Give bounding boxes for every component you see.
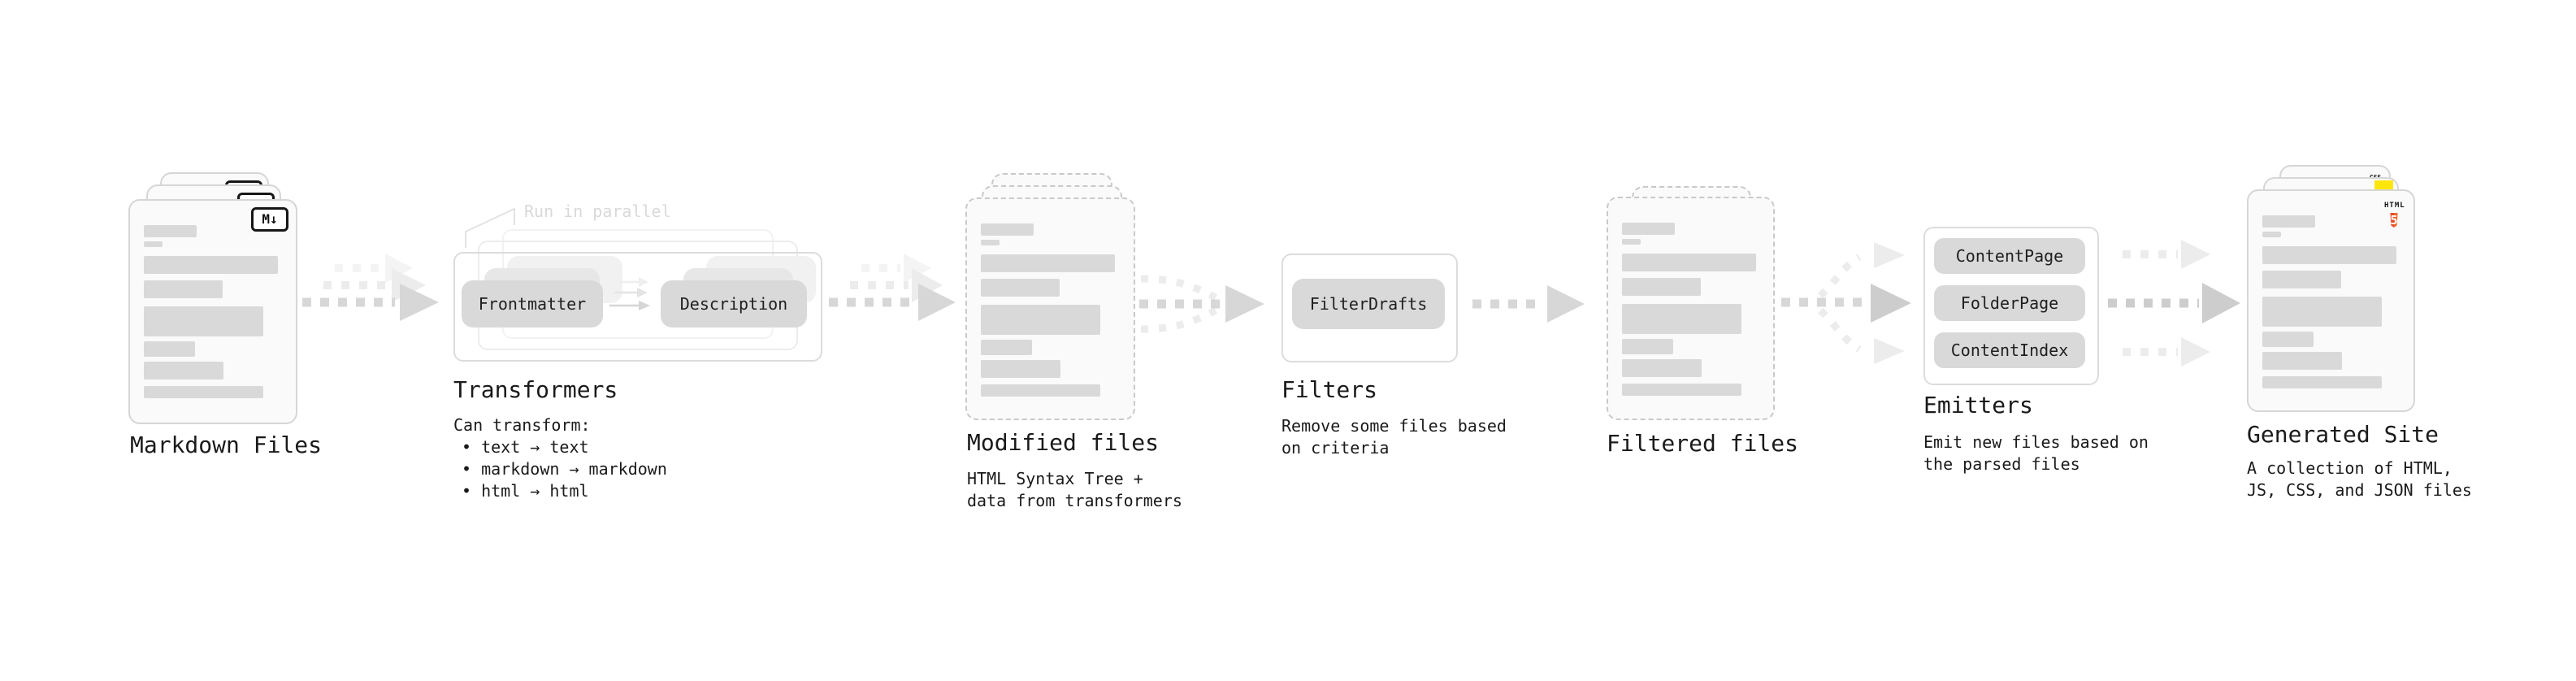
skeleton-line [144, 256, 278, 274]
details-line: A collection of HTML, [2247, 458, 2452, 478]
skeleton-line [2262, 352, 2342, 370]
transformers-details: Can transform: • text → text • markdown … [453, 414, 667, 502]
markdown-file-card-front: M↓ [128, 199, 297, 424]
stage-filters: FilterDrafts Filters Remove some files b… [1281, 254, 1550, 481]
run-in-parallel-annotation: Run in parallel [524, 202, 671, 221]
generated-html-file-card: HTML 5 [2247, 189, 2415, 412]
generated-site-title: Generated Site [2247, 421, 2439, 448]
emitters-title: Emitters [1923, 392, 2033, 419]
details-line: • text → text [462, 437, 589, 457]
skeleton-line [2262, 271, 2341, 288]
skeleton-line [144, 241, 163, 247]
stage-generated-site: CSS HTML 5 Generated Site A collection o… [2247, 165, 2523, 506]
skeleton-line [981, 360, 1060, 378]
details-line: data from transformers [967, 491, 1182, 510]
stage-filtered-files: Filtered files [1607, 186, 1818, 479]
stage-emitters: ContentPage FolderPage ContentIndex Emit… [1923, 227, 2192, 479]
stage-modified-files: Modified files HTML Syntax Tree + data f… [965, 173, 1225, 510]
skeleton-line [144, 362, 223, 380]
details-line: the parsed files [1923, 454, 2080, 474]
description-pill: Description [661, 280, 807, 327]
modified-files-title: Modified files [967, 429, 1160, 456]
contentpage-pill: ContentPage [1934, 238, 2085, 274]
details-line: • html → html [462, 481, 589, 501]
skeleton-line [1622, 339, 1673, 354]
filtered-file-card-front [1607, 197, 1775, 420]
skeleton-line [2262, 232, 2281, 237]
modified-files-details: HTML Syntax Tree + data from transformer… [967, 468, 1182, 512]
skeleton-line [144, 280, 223, 298]
details-line: • markdown → markdown [462, 459, 667, 479]
emitters-details: Emit new files based on the parsed files [1923, 432, 2149, 475]
skeleton-line [1622, 278, 1701, 296]
skeleton-line [2262, 376, 2382, 388]
emitters-container [1923, 227, 2099, 385]
skeleton-line [981, 254, 1115, 272]
transformers-title: Transformers [453, 376, 618, 403]
filters-container [1281, 254, 1458, 362]
stage-markdown-files: M↓ M↓ M↓ Markdown Files [128, 172, 340, 481]
html5-shield: 5 [2390, 213, 2398, 228]
filters-details: Remove some files based on criteria [1281, 415, 1507, 459]
skeleton-line [144, 225, 197, 237]
filters-title: Filters [1281, 376, 1378, 403]
skeleton-line [981, 384, 1100, 397]
skeleton-line [144, 306, 263, 336]
details-line: Remove some files based [1281, 416, 1507, 436]
html5-label: HTML [2384, 202, 2405, 210]
skeleton-line [1622, 223, 1675, 235]
skeleton-line [2262, 215, 2315, 228]
skeleton-line [1622, 239, 1641, 245]
markdown-icon: M↓ [251, 207, 288, 232]
skeleton-line [2262, 332, 2314, 347]
html5-icon: HTML 5 [2384, 195, 2405, 230]
skeleton-line [1622, 384, 1741, 396]
details-line: JS, CSS, and JSON files [2247, 480, 2472, 500]
folderpage-pill: FolderPage [1934, 285, 2085, 321]
details-line: on criteria [1281, 438, 1390, 458]
skeleton-line [981, 340, 1032, 355]
generated-site-details: A collection of HTML, JS, CSS, and JSON … [2247, 458, 2472, 501]
filterdrafts-pill: FilterDrafts [1292, 279, 1445, 329]
skeleton-line [981, 305, 1100, 335]
skeleton-line [981, 240, 1000, 245]
skeleton-line [2262, 246, 2396, 264]
details-line: HTML Syntax Tree + [967, 469, 1143, 488]
skeleton-line [1622, 359, 1702, 377]
skeleton-line [981, 279, 1060, 297]
skeleton-line [144, 386, 263, 398]
frontmatter-pill: Frontmatter [462, 280, 603, 327]
skeleton-line [2262, 297, 2382, 327]
js-badge-icon [2374, 180, 2393, 189]
skeleton-line [144, 341, 195, 357]
markdown-files-title: Markdown Files [130, 432, 323, 458]
transformer-layer-front [453, 252, 822, 362]
details-line: Can transform: [453, 415, 591, 435]
details-line: Emit new files based on [1923, 432, 2149, 452]
skeleton-line [1622, 254, 1756, 271]
stage-transformers: Run in parallel Frontmatter Description … [453, 195, 876, 504]
skeleton-line [981, 223, 1034, 236]
contentindex-pill: ContentIndex [1934, 332, 2085, 368]
filtered-files-title: Filtered files [1607, 430, 1799, 457]
modified-file-card-front [965, 197, 1135, 420]
skeleton-line [1622, 304, 1741, 334]
